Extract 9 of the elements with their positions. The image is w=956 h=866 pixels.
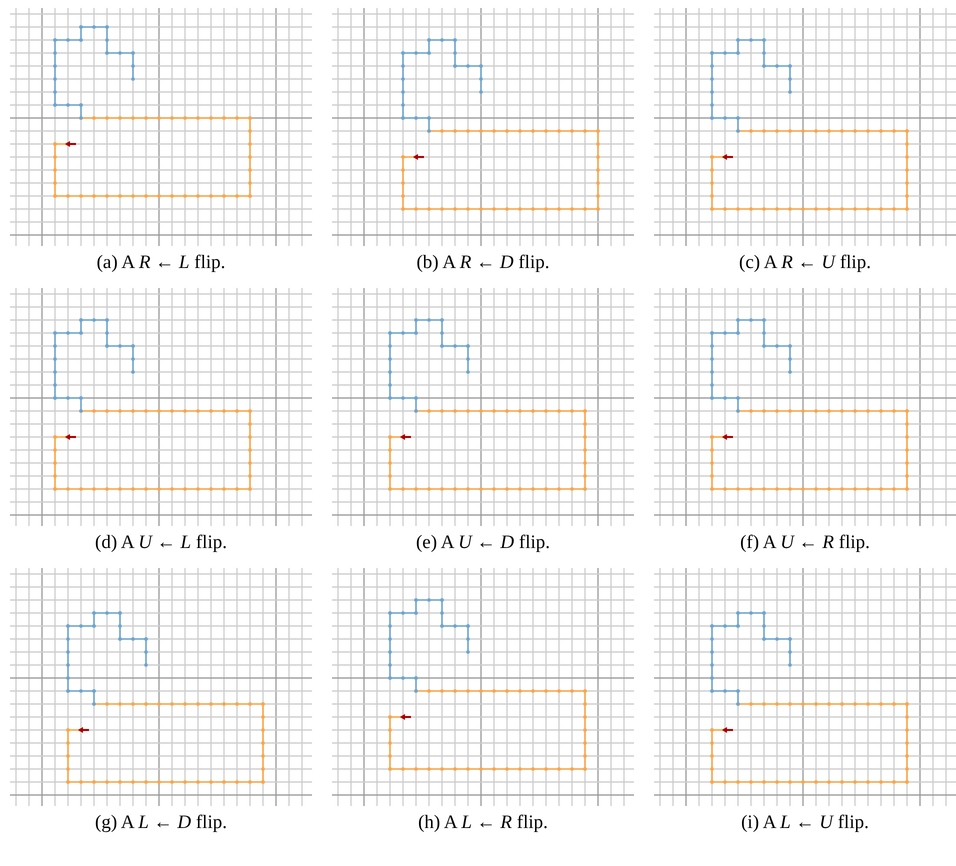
caption: (g) A L ← D flip.: [95, 812, 227, 834]
caption: (f) A U ← R flip.: [740, 532, 870, 554]
caption: (h) A L ← R flip.: [418, 812, 548, 834]
caption: (e) A U ← D flip.: [416, 532, 550, 554]
caption: (c) A R ← U flip.: [739, 252, 871, 274]
caption: (i) A L ← U flip.: [741, 812, 869, 834]
caption: (a) A R ← L flip.: [96, 252, 226, 274]
caption: (b) A R ← D flip.: [416, 252, 550, 274]
caption: (d) A U ← L flip.: [95, 532, 227, 554]
